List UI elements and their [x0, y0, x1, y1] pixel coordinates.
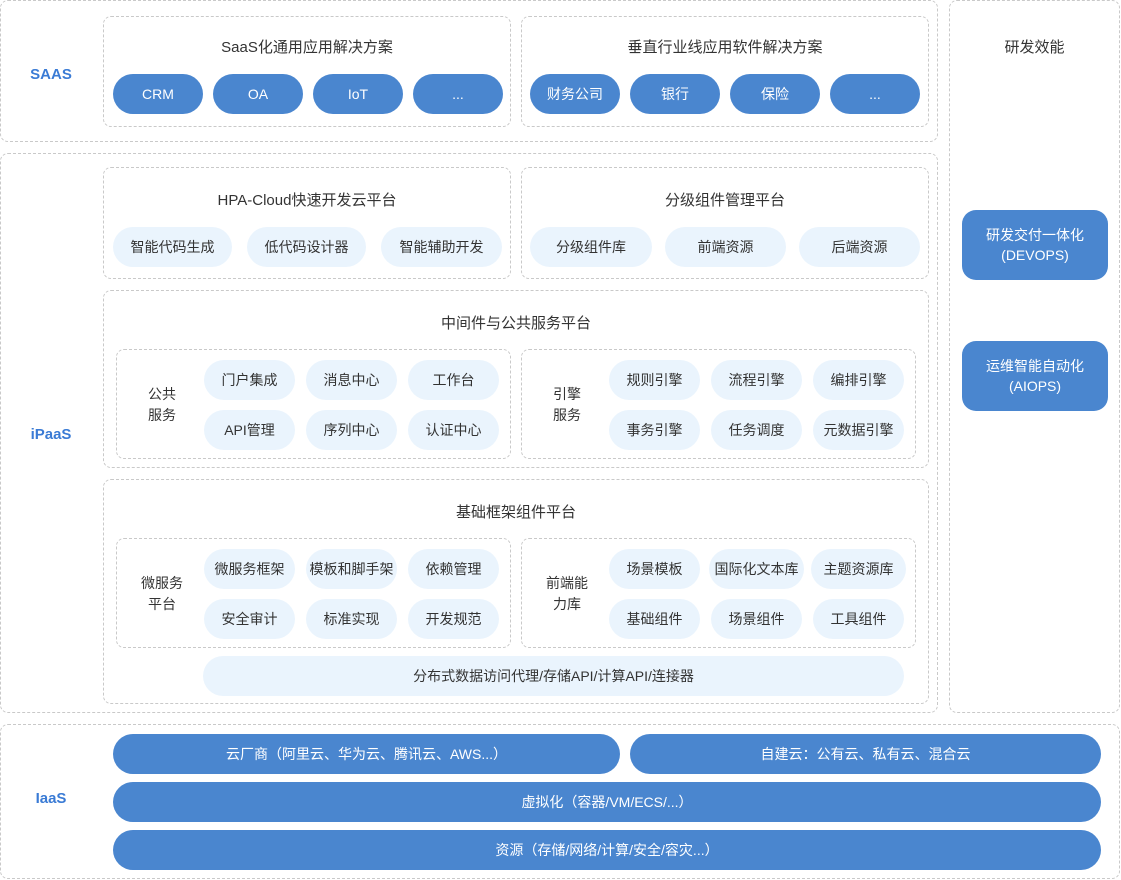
frontend-item-i18n[interactable]: 国际化文本库 — [709, 549, 804, 589]
iaas-virtualization-bar[interactable]: 虚拟化（容器/VM/ECS/...） — [113, 782, 1101, 822]
frontend-lib-box: 前端能 力库 场景模板 国际化文本库 主题资源库 基础组件 场景组件 工具组件 — [521, 538, 916, 648]
hpa-item-lowcode[interactable]: 低代码设计器 — [247, 227, 366, 267]
devops-column — [949, 0, 1120, 713]
hpa-cloud-title: HPA-Cloud快速开发云平台 — [217, 192, 397, 209]
component-item-frontend[interactable]: 前端资源 — [665, 227, 786, 267]
saas-label: SAAS — [30, 66, 72, 83]
hpa-item-assist[interactable]: 智能辅助开发 — [381, 227, 502, 267]
saas-general-item-oa[interactable]: OA — [213, 74, 303, 114]
component-mgmt-title: 分级组件管理平台 — [664, 192, 785, 209]
engine-item-orchestration[interactable]: 编排引擎 — [813, 360, 904, 400]
saas-vertical-item-finance[interactable]: 财务公司 — [530, 74, 620, 114]
saas-general-title: SaaS化通用应用解决方案 — [221, 39, 393, 56]
public-item-api[interactable]: API管理 — [204, 410, 295, 450]
frontend-item-tool-component[interactable]: 工具组件 — [813, 599, 904, 639]
engine-service-box: 引擎 服务 规则引擎 流程引擎 编排引擎 事务引擎 任务调度 元数据引擎 — [521, 349, 916, 459]
devops-panel-line2: (DEVOPS) — [1001, 247, 1069, 263]
component-item-library[interactable]: 分级组件库 — [530, 227, 652, 267]
aiops-panel[interactable]: 运维智能自动化 (AIOPS) — [962, 341, 1108, 411]
saas-general-item-iot[interactable]: IoT — [313, 74, 403, 114]
engine-item-transaction[interactable]: 事务引擎 — [609, 410, 700, 450]
microservice-item-dependency[interactable]: 依赖管理 — [408, 549, 499, 589]
aiops-panel-line2: (AIOPS) — [1008, 378, 1062, 394]
public-item-portal[interactable]: 门户集成 — [204, 360, 295, 400]
component-item-backend[interactable]: 后端资源 — [799, 227, 920, 267]
saas-vertical-panel: 垂直行业线应用软件解决方案 财务公司 银行 保险 ... — [521, 16, 929, 127]
saas-general-panel: SaaS化通用应用解决方案 CRM OA IoT ... — [103, 16, 511, 127]
public-item-auth[interactable]: 认证中心 — [408, 410, 499, 450]
public-service-label: 公共 服务 — [148, 386, 176, 423]
frontend-item-basic-component[interactable]: 基础组件 — [609, 599, 700, 639]
frontend-item-scene-template[interactable]: 场景模板 — [609, 549, 700, 589]
saas-general-item-more[interactable]: ... — [413, 74, 503, 114]
iaas-label: IaaS — [35, 790, 67, 807]
public-service-box: 公共 服务 门户集成 消息中心 工作台 API管理 序列中心 认证中心 — [116, 349, 511, 459]
framework-title: 基础框架组件平台 — [455, 504, 576, 521]
middleware-title: 中间件与公共服务平台 — [440, 315, 591, 332]
ipaas-layer — [0, 153, 938, 713]
engine-item-rule[interactable]: 规则引擎 — [609, 360, 700, 400]
ipaas-label: iPaaS — [30, 426, 72, 443]
engine-item-metadata[interactable]: 元数据引擎 — [813, 410, 904, 450]
aiops-panel-line1: 运维智能自动化 — [986, 358, 1084, 374]
iaas-cloud-vendor-bar[interactable]: 云厂商（阿里云、华为云、腾讯云、AWS...） — [113, 734, 620, 774]
middleware-panel: 中间件与公共服务平台 — [103, 290, 929, 468]
public-item-message[interactable]: 消息中心 — [306, 360, 397, 400]
engine-service-label: 引擎 服务 — [553, 386, 581, 423]
public-item-sequence[interactable]: 序列中心 — [306, 410, 397, 450]
hpa-item-code-gen[interactable]: 智能代码生成 — [113, 227, 232, 267]
microservice-item-scaffold[interactable]: 模板和脚手架 — [306, 549, 397, 589]
microservice-label: 微服务 平台 — [141, 575, 183, 612]
saas-vertical-item-bank[interactable]: 银行 — [630, 74, 720, 114]
devops-title: 研发效能 — [1004, 39, 1065, 56]
saas-vertical-item-more[interactable]: ... — [830, 74, 920, 114]
iaas-layer — [0, 724, 1120, 879]
microservice-item-framework[interactable]: 微服务框架 — [204, 549, 295, 589]
component-mgmt-panel: 分级组件管理平台 分级组件库 前端资源 后端资源 — [521, 167, 929, 279]
microservice-box: 微服务 平台 微服务框架 模板和脚手架 依赖管理 安全审计 标准实现 开发规范 — [116, 538, 511, 648]
frontend-item-theme[interactable]: 主题资源库 — [811, 549, 906, 589]
saas-vertical-item-insurance[interactable]: 保险 — [730, 74, 820, 114]
microservice-item-spec[interactable]: 开发规范 — [408, 599, 499, 639]
public-item-workbench[interactable]: 工作台 — [408, 360, 499, 400]
microservice-item-audit[interactable]: 安全审计 — [204, 599, 295, 639]
data-access-bar[interactable]: 分布式数据访问代理/存储API/计算API/连接器 — [203, 656, 904, 696]
saas-vertical-title: 垂直行业线应用软件解决方案 — [627, 39, 823, 56]
hpa-cloud-panel: HPA-Cloud快速开发云平台 智能代码生成 低代码设计器 智能辅助开发 — [103, 167, 511, 279]
frontend-item-scene-component[interactable]: 场景组件 — [711, 599, 802, 639]
iaas-self-built-bar[interactable]: 自建云：公有云、私有云、混合云 — [630, 734, 1101, 774]
devops-panel[interactable]: 研发交付一体化 (DEVOPS) — [962, 210, 1108, 280]
saas-layer — [0, 0, 938, 142]
saas-general-item-crm[interactable]: CRM — [113, 74, 203, 114]
frontend-lib-label: 前端能 力库 — [546, 575, 588, 612]
engine-item-scheduler[interactable]: 任务调度 — [711, 410, 802, 450]
framework-panel: 基础框架组件平台 — [103, 479, 929, 704]
devops-panel-line1: 研发交付一体化 — [986, 227, 1084, 243]
engine-item-flow[interactable]: 流程引擎 — [711, 360, 802, 400]
microservice-item-standard[interactable]: 标准实现 — [306, 599, 397, 639]
iaas-resources-bar[interactable]: 资源（存储/网络/计算/安全/容灾...） — [113, 830, 1101, 870]
